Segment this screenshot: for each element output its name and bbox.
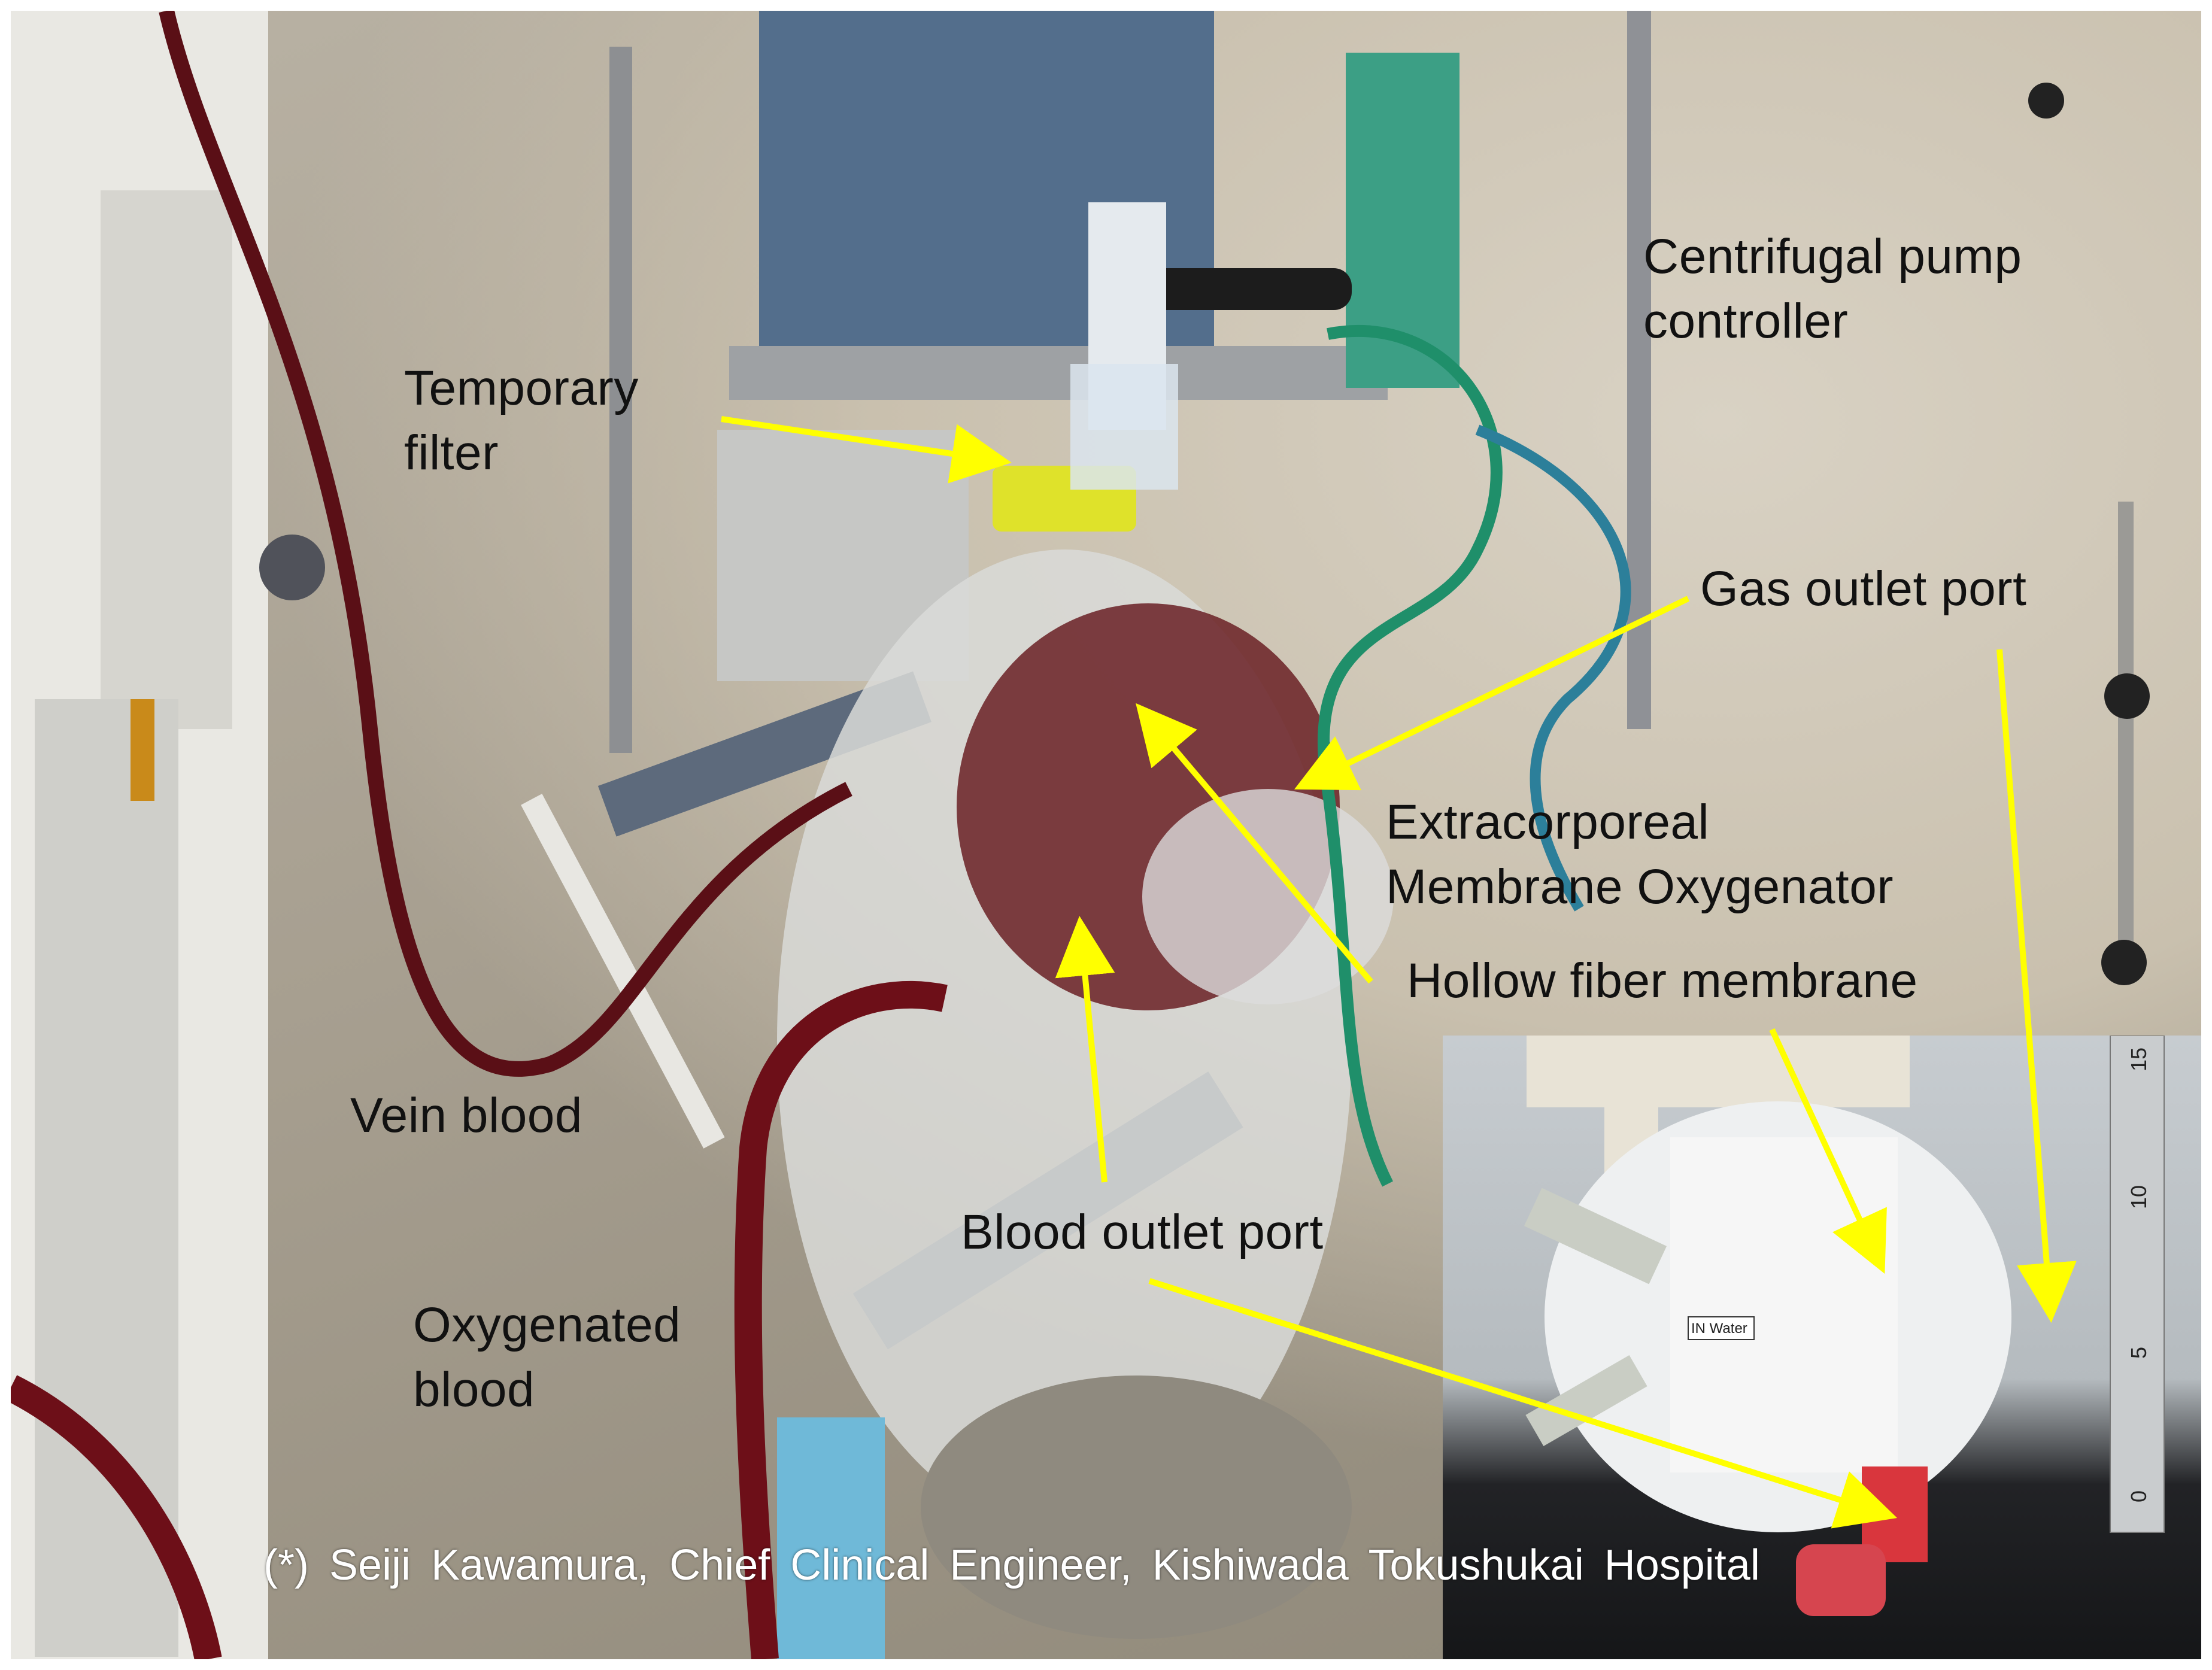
- label-centrifugal-pump-controller: Centrifugal pump controller: [1643, 229, 2022, 348]
- hollow-fiber-core: [1670, 1137, 1898, 1472]
- bracket-upper: [597, 671, 931, 837]
- label-hollow-fiber-membrane: Hollow fiber membrane: [1407, 954, 1918, 1008]
- ruler-tick-5: 5: [2126, 1347, 2151, 1359]
- iv-pole: [609, 47, 632, 753]
- inset-port-label: IN Water: [1691, 1320, 1747, 1337]
- label-vein-blood: Vein blood: [350, 1088, 583, 1143]
- label-temporary-filter: Temporary filter: [404, 361, 639, 480]
- photo-credit: (*) Seiji Kawamura, Chief Clinical Engin…: [263, 1541, 1760, 1589]
- ruler-tick-15: 15: [2126, 1047, 2151, 1071]
- oxygenated-blood-tube: [734, 980, 948, 1659]
- ruler-tick-0: 0: [2126, 1490, 2151, 1502]
- ruler: [2110, 1036, 2165, 1533]
- label-ecmo: Extracorporeal Membrane Oxygenator: [1386, 795, 1894, 914]
- ruler-tick-10: 10: [2126, 1185, 2151, 1209]
- label-blood-outlet-port: Blood outlet port: [961, 1205, 1324, 1259]
- label-gas-outlet-port: Gas outlet port: [1700, 561, 2027, 616]
- lower-blood-tube: [11, 1375, 222, 1659]
- vein-blood-tube: [159, 11, 852, 1077]
- label-oxygenated-blood: Oxygenated blood: [413, 1298, 681, 1417]
